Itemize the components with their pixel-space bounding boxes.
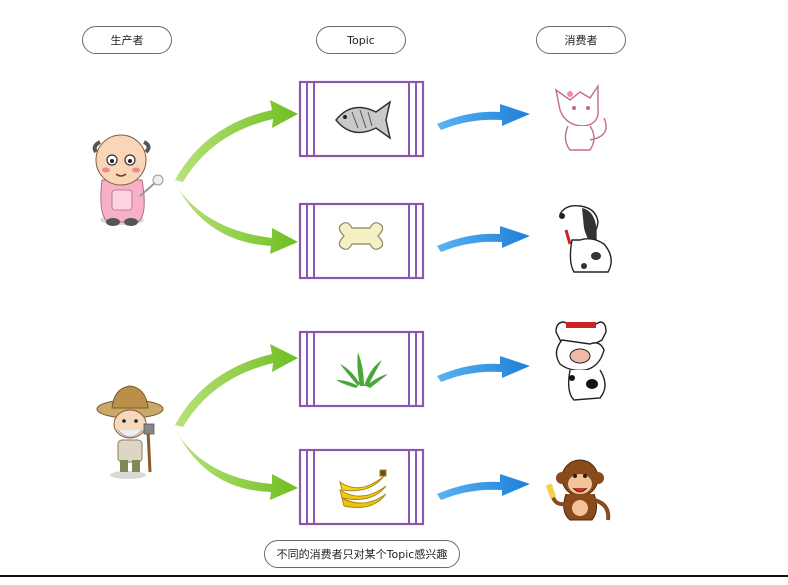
topic-label: Topic bbox=[316, 26, 406, 54]
producer-old-man bbox=[92, 134, 164, 226]
green-arrow-4 bbox=[175, 430, 298, 500]
blue-arrows bbox=[437, 104, 530, 500]
caption-label: 不同的消费者只对某个Topic感兴趣 bbox=[264, 540, 460, 568]
green-arrow-1 bbox=[175, 100, 298, 182]
cat-icon bbox=[554, 83, 607, 151]
producer-label: 生产者 bbox=[82, 26, 172, 54]
fish-icon bbox=[335, 100, 392, 140]
grass-icon bbox=[336, 352, 388, 388]
monkey-icon bbox=[545, 459, 611, 521]
blue-arrow-3 bbox=[437, 356, 530, 382]
dog-icon bbox=[559, 204, 612, 273]
producer-farmer bbox=[96, 385, 164, 479]
cow-icon bbox=[555, 321, 607, 401]
blue-arrow-2 bbox=[437, 226, 530, 252]
green-arrows bbox=[175, 100, 298, 500]
green-arrow-3 bbox=[175, 344, 298, 427]
topic-box-fish bbox=[298, 80, 425, 158]
green-arrow-2 bbox=[175, 184, 298, 254]
blue-arrow-1 bbox=[437, 104, 530, 130]
bottom-border bbox=[0, 575, 788, 585]
banana-icon bbox=[339, 469, 387, 508]
consumer-label: 消费者 bbox=[536, 26, 626, 54]
blue-arrow-4 bbox=[437, 474, 530, 500]
bone-icon bbox=[338, 222, 384, 250]
